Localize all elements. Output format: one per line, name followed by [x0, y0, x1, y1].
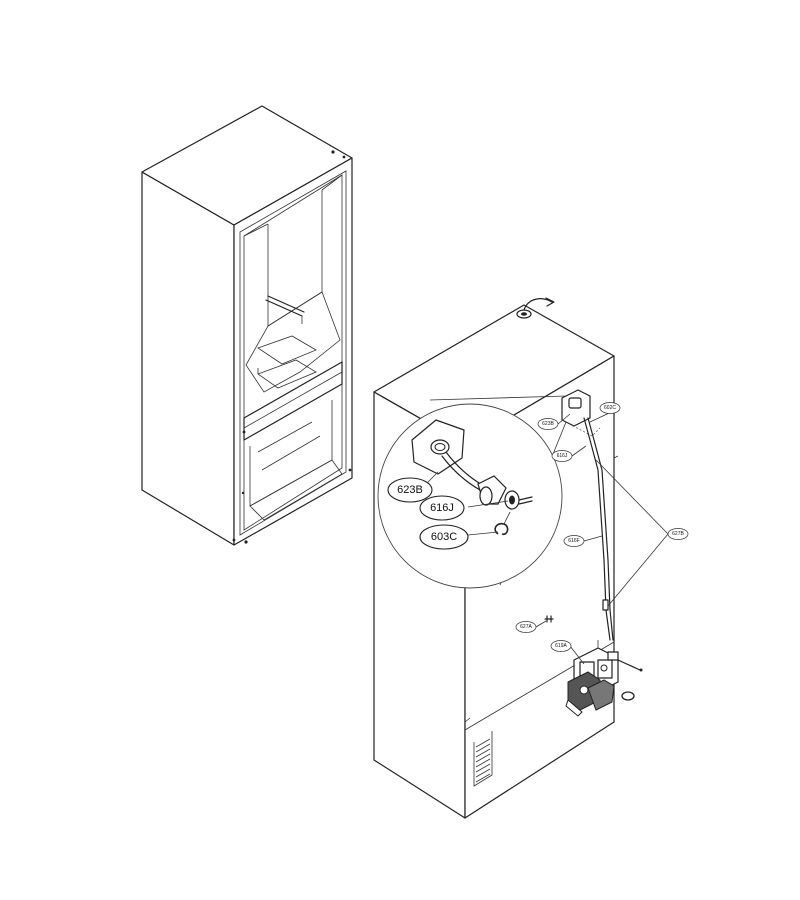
callout-619A: 619A: [550, 640, 572, 652]
svg-text:603C: 603C: [431, 531, 457, 543]
svg-text:616J: 616J: [557, 453, 568, 459]
callout-616F: 616F: [563, 535, 585, 547]
callout-627B: 627B: [667, 528, 689, 540]
svg-text:623B: 623B: [397, 484, 423, 496]
callout-616J: 616J: [551, 450, 573, 462]
svg-text:627A: 627A: [520, 624, 532, 630]
water-line-assembly: [544, 389, 643, 717]
svg-text:616F: 616F: [568, 538, 579, 544]
svg-text:619A: 619A: [555, 643, 567, 649]
callout-627A: 627A: [515, 621, 537, 633]
svg-text:616J: 616J: [430, 502, 454, 514]
svg-text:623B: 623B: [542, 421, 554, 427]
callout-616J-detail: 616J: [419, 495, 465, 521]
callout-603C-detail: 603C: [419, 524, 469, 550]
callout-623B: 623B: [537, 418, 559, 430]
open-cabinet-front-view: [141, 105, 353, 546]
callout-602C: 602C: [599, 402, 621, 414]
callout-623B-detail: 623B: [387, 477, 433, 503]
vent-louvers: [473, 731, 493, 787]
svg-text:602C: 602C: [604, 405, 616, 411]
water-valve: [565, 640, 643, 717]
svg-text:627B: 627B: [672, 531, 684, 537]
